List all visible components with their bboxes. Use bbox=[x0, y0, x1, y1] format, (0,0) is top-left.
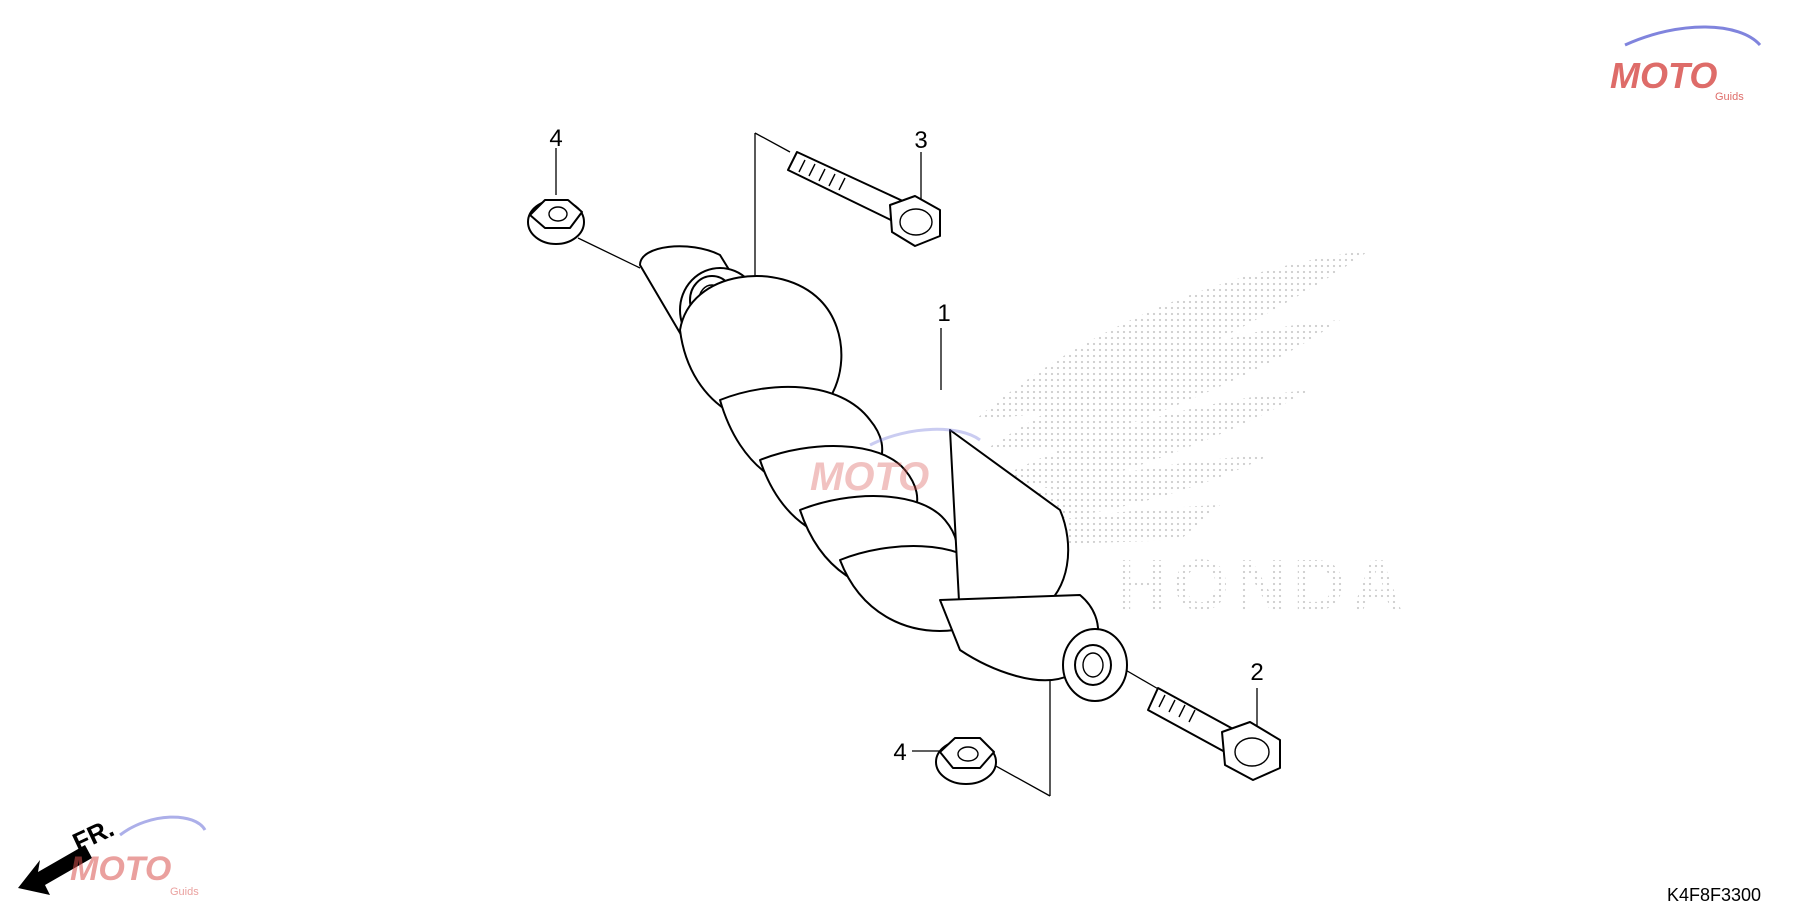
callout-3: 3 bbox=[914, 127, 927, 154]
logo-text-3: MOTO bbox=[810, 455, 929, 499]
logo-subtext-2: Guids bbox=[170, 886, 199, 898]
rear-shock-absorber bbox=[639, 245, 1128, 702]
callout-4-top: 4 bbox=[549, 125, 562, 152]
callout-2: 2 bbox=[1250, 659, 1263, 686]
moto-logo-center: MOTO bbox=[810, 427, 981, 499]
logo-text-2: MOTO bbox=[70, 850, 171, 888]
logo-subtext: Guids bbox=[1715, 91, 1744, 103]
callout-1: 1 bbox=[937, 300, 950, 327]
diagram-part-code: K4F8F3300 bbox=[1666, 885, 1761, 905]
brand-watermark-text: HONDA bbox=[1115, 546, 1409, 626]
logo-text: MOTO bbox=[1610, 55, 1717, 96]
moto-logo-top: MOTO Guids bbox=[1610, 25, 1762, 103]
flange-nut-bottom bbox=[935, 737, 997, 785]
callout-4-bottom: 4 bbox=[893, 739, 906, 766]
flange-bolt-bottom bbox=[1147, 687, 1281, 781]
moto-logo-bottom: MOTO Guids bbox=[70, 815, 207, 898]
flange-bolt-top bbox=[787, 151, 941, 247]
flange-nut-top bbox=[527, 199, 585, 245]
honda-wing-watermark: HONDA bbox=[975, 250, 1409, 626]
